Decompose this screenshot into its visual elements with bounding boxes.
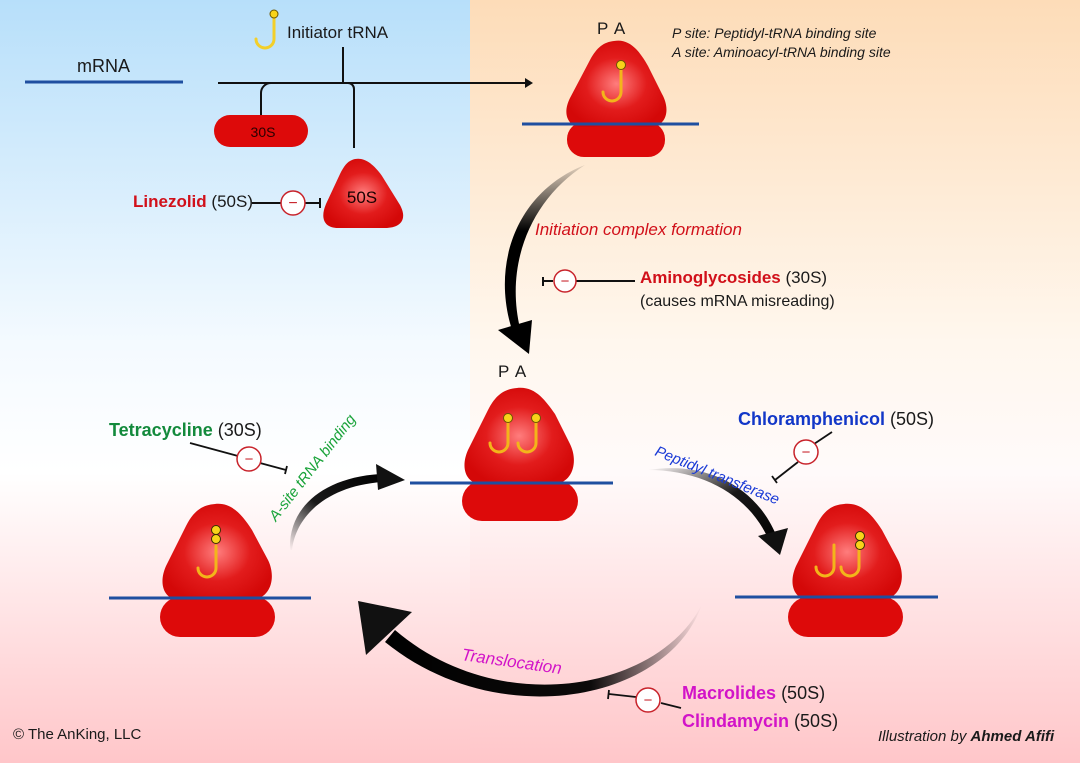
- macrolides-label: Macrolides (50S): [682, 683, 825, 704]
- svg-text:−: −: [245, 451, 254, 468]
- subunit-30s-label: 30S: [251, 124, 276, 140]
- tetracycline-inhibit-icon: [236, 446, 262, 472]
- translocation-label: Translocation: [460, 645, 562, 678]
- svg-text:−: −: [561, 273, 570, 290]
- subunit-50s: [323, 158, 404, 228]
- subunit-50s-label: 50S: [347, 188, 377, 207]
- ribosome-elongation: [410, 387, 613, 521]
- assembly-connector: [218, 47, 527, 148]
- peptidyl-transferase-label: Peptidyl transferase: [653, 443, 782, 508]
- a-site-legend: A site: Aminoacyl-tRNA binding site: [672, 44, 891, 60]
- subunit-30s: [214, 115, 308, 147]
- macrolides-inhibit-icon: [635, 687, 661, 713]
- aminoglycosides-target: (30S): [785, 268, 828, 287]
- copyright-notice: © The AnKing, LLC: [13, 726, 142, 743]
- aminoglycosides-inhibit-icon: [553, 269, 577, 293]
- credit-prefix: Illustration by: [878, 728, 967, 745]
- site-legend: P site: Peptidyl-tRNA binding site A sit…: [672, 24, 891, 62]
- linezolid-name: Linezolid: [133, 192, 207, 211]
- tetracycline-inhibitor: −: [189, 442, 288, 475]
- peptidyl-transferase-arrow: [648, 468, 778, 543]
- macrolides-target: (50S): [781, 683, 826, 703]
- tetracycline-name: Tetracycline: [109, 420, 213, 440]
- tetracycline-target: (30S): [217, 420, 262, 440]
- initiator-trna-icon: [254, 9, 279, 50]
- initiation-arrow: [504, 165, 585, 330]
- linezolid-target: (50S): [211, 192, 253, 211]
- chloramphenicol-inhibit-icon: [793, 439, 819, 465]
- a-site-binding-arrowhead: [376, 464, 405, 490]
- peptidyl-transferase-arrowhead: [758, 528, 788, 555]
- macrolides-inhibitor: −: [607, 687, 682, 713]
- aminoglycosides-note: (causes mRNA misreading): [640, 293, 835, 310]
- background-right: [470, 0, 1080, 763]
- a-site-binding-arrow: [289, 474, 382, 550]
- clindamycin-label: Clindamycin (50S): [682, 711, 838, 732]
- chloramphenicol-label: Chloramphenicol (50S): [738, 409, 934, 430]
- clindamycin-name: Clindamycin: [682, 711, 790, 731]
- svg-text:−: −: [288, 195, 297, 212]
- svg-text:−: −: [802, 444, 811, 461]
- initiator-trna-label: Initiator tRNA: [287, 23, 389, 42]
- p-site-legend: P site: Peptidyl-tRNA binding site: [672, 25, 877, 41]
- translocation-arrow: [385, 604, 702, 697]
- aminoglycosides-label: Aminoglycosides (30S) (causes mRNA misre…: [640, 266, 835, 314]
- tetracycline-label: Tetracycline (30S): [109, 420, 262, 441]
- ribosome-after-translocation: [109, 503, 311, 637]
- initiation-arrowhead: [498, 320, 532, 354]
- svg-text:−: −: [644, 692, 653, 709]
- ribosome-after-peptidyl-transfer: [735, 503, 938, 637]
- assembly-arrowhead: [525, 78, 533, 88]
- chloramphenicol-target: (50S): [890, 409, 935, 429]
- initiation-complex-label: Initiation complex formation: [535, 220, 742, 239]
- linezolid-inhibit-icon: [280, 190, 306, 216]
- macrolides-name: Macrolides: [682, 683, 777, 703]
- chloramphenicol-inhibitor: −: [771, 431, 833, 484]
- credit-author: Ahmed Afifi: [970, 728, 1055, 745]
- pa-sites-top-label: P A: [597, 19, 627, 38]
- translocation-arrowhead: [358, 601, 412, 655]
- ribosome-initiation: [522, 40, 699, 157]
- pa-sites-middle-label: P A: [498, 362, 528, 381]
- linezolid-label: Linezolid (50S): [133, 192, 253, 212]
- clindamycin-target: (50S): [794, 711, 839, 731]
- aminoglycosides-name: Aminoglycosides: [640, 268, 781, 287]
- aminoglycosides-inhibitor: −: [542, 269, 635, 293]
- mrna-label: mRNA: [77, 56, 130, 76]
- chloramphenicol-name: Chloramphenicol: [738, 409, 886, 429]
- illustration-credit: Illustration by Ahmed Afifi: [878, 728, 1054, 745]
- linezolid-inhibitor: −: [252, 190, 321, 216]
